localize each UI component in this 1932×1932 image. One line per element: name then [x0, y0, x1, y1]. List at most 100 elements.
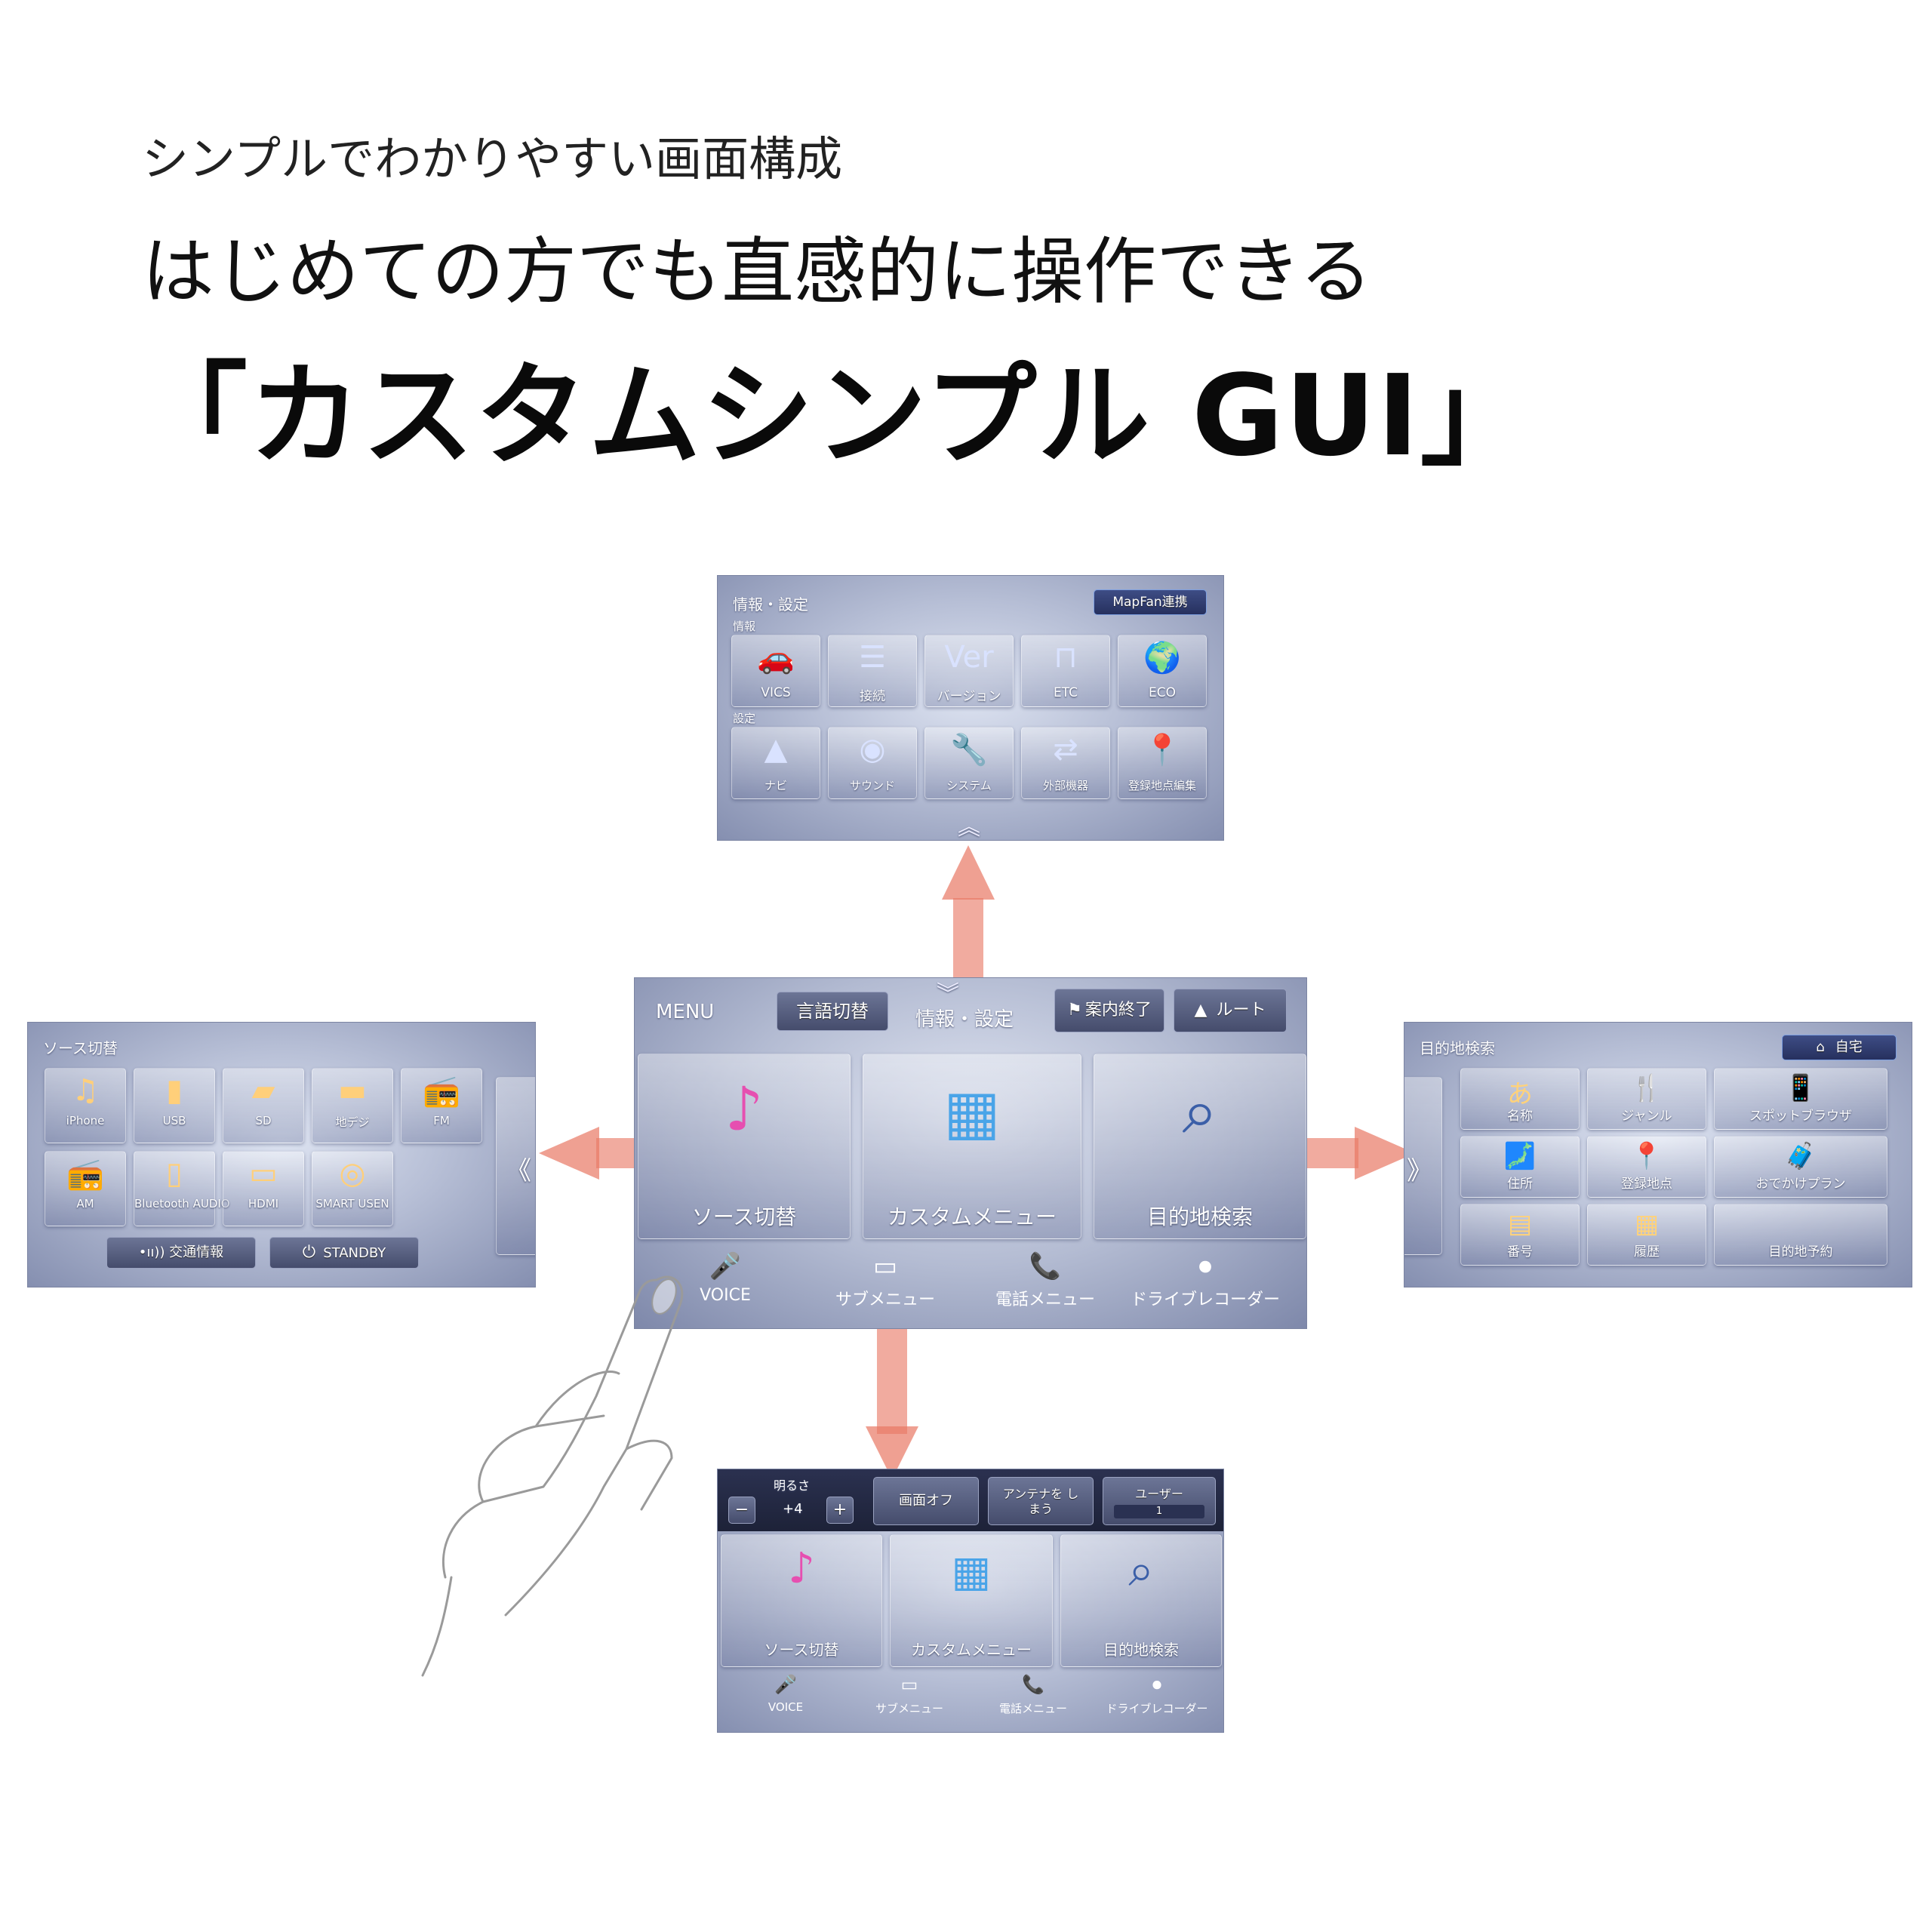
- chevron-up-icon[interactable]: ︽: [958, 814, 980, 841]
- tile-label: USB: [162, 1114, 186, 1128]
- source-switch-tile[interactable]: ♪ ソース切替: [638, 1054, 851, 1239]
- bottom-menu-item[interactable]: ⏺ドライブレコーダー: [1130, 1250, 1281, 1322]
- menu-tile[interactable]: 📍登録地点編集: [1118, 727, 1207, 799]
- tile-label: スポットブラウザ: [1749, 1109, 1852, 1124]
- custom-menu-tile[interactable]: ▦ カスタムメニュー: [890, 1534, 1053, 1667]
- language-button[interactable]: 言語切替: [777, 992, 888, 1031]
- outing-plan-icon: 🧳: [1784, 1141, 1817, 1171]
- chevron-down-icon[interactable]: ︾: [937, 981, 959, 1008]
- custom-menu-icon: ▦: [943, 1077, 1001, 1147]
- menu-tile[interactable]: ▰SD: [223, 1068, 304, 1143]
- traffic-info-button[interactable]: •ıı)) 交通情報: [106, 1237, 256, 1269]
- tile-label: iPhone: [66, 1114, 105, 1128]
- destination-search-tile[interactable]: ⌕ 目的地検索: [1094, 1054, 1306, 1239]
- bottom-menu-item[interactable]: ▭サブメニュー: [849, 1672, 970, 1729]
- menu-tile[interactable]: ♫ iPhone: [45, 1068, 126, 1143]
- route-label: ルート: [1216, 1001, 1266, 1020]
- custom-menu-tile[interactable]: ▦ カスタムメニュー: [863, 1054, 1081, 1239]
- menu-tile[interactable]: ◎SMART USEN: [312, 1151, 393, 1226]
- bottom-menu-label: サブメニュー: [875, 1702, 943, 1715]
- menu-tile[interactable]: 🌍ECO: [1118, 635, 1207, 707]
- magnifier-icon: ⌕: [1182, 1074, 1218, 1148]
- genre-icon: 🍴: [1630, 1073, 1663, 1103]
- arrow-down: [877, 1321, 907, 1434]
- speaker-icon: ◉: [859, 732, 886, 767]
- menu-tile[interactable]: ▭HDMI: [223, 1151, 304, 1226]
- page-title: 「カスタムシンプル GUI」: [136, 351, 1534, 481]
- home-button[interactable]: ⌂自宅: [1782, 1035, 1897, 1060]
- brightness-plus-button[interactable]: +: [826, 1497, 854, 1524]
- destination-search-tile[interactable]: ⌕ 目的地検索: [1060, 1534, 1222, 1667]
- music-note-icon: ♫: [72, 1073, 99, 1108]
- menu-tile[interactable]: ⇄外部機器: [1021, 727, 1110, 799]
- menu-tile[interactable]: 📱スポットブラウザ: [1714, 1068, 1887, 1130]
- bottom-menu-item[interactable]: ▭サブメニュー: [810, 1250, 961, 1322]
- expand-panel-tab[interactable]: 》: [1404, 1077, 1442, 1255]
- tile-label: SMART USEN: [315, 1197, 389, 1211]
- menu-tile[interactable]: ▲ナビ: [731, 727, 820, 799]
- tile-label: 登録地点: [1621, 1177, 1672, 1192]
- bottom-menu-item[interactable]: ⏺ドライブレコーダー: [1097, 1672, 1217, 1729]
- bottom-menu-item[interactable]: 🎤VOICE: [650, 1250, 801, 1322]
- chevron-right-icon: 》: [1407, 1156, 1432, 1186]
- flag-icon: ⚑: [1067, 1001, 1082, 1020]
- route-button[interactable]: ▲ ルート: [1174, 989, 1287, 1032]
- screen-title: 情報・設定: [733, 595, 808, 614]
- collapse-panel-tab[interactable]: 《: [496, 1077, 535, 1255]
- user-label: ユーザー: [1135, 1487, 1183, 1501]
- brightness-minus-button[interactable]: −: [728, 1497, 755, 1524]
- road-icon: ▲: [1194, 1001, 1208, 1020]
- menu-tile[interactable]: あ名称: [1460, 1068, 1580, 1130]
- menu-tile[interactable]: ◉サウンド: [828, 727, 917, 799]
- tile-label: 名称: [1507, 1109, 1533, 1124]
- menu-tile[interactable]: 🚗VICS: [731, 635, 820, 707]
- custom-menu-icon: ▦: [951, 1547, 992, 1596]
- tile-label: SD: [255, 1114, 272, 1128]
- menu-tile[interactable]: 🧳 おでかけプラン: [1714, 1136, 1887, 1198]
- phone-icon: ▯: [165, 1156, 183, 1191]
- microphone-icon: 🎤: [709, 1251, 742, 1281]
- menu-tile[interactable]: 🗾住所: [1460, 1136, 1580, 1198]
- car-icon: 🚗: [757, 641, 795, 675]
- number-icon: ▤: [1507, 1209, 1533, 1239]
- screen-title: ソース切替: [43, 1039, 118, 1057]
- standby-button[interactable]: ⏻STANDBY: [269, 1237, 419, 1269]
- menu-tile[interactable]: ▯Bluetooth AUDIO: [134, 1151, 230, 1226]
- menu-tile[interactable]: ▬地デジ: [312, 1068, 393, 1143]
- menu-tile[interactable]: ▦履歴: [1587, 1204, 1706, 1266]
- menu-tile[interactable]: 🍴ジャンル: [1587, 1068, 1706, 1130]
- hand-illustration: [421, 1275, 684, 1677]
- tile-label: 接続: [860, 689, 885, 704]
- tile-label: ソース切替: [764, 1641, 839, 1659]
- menu-tile[interactable]: ▤ 番号: [1460, 1204, 1580, 1266]
- etc-gate-icon: ⊓: [1054, 640, 1078, 675]
- user-button[interactable]: ユーザー 1: [1103, 1477, 1216, 1525]
- menu-tile[interactable]: 🔧システム: [924, 727, 1014, 799]
- bottom-menu-item[interactable]: 📞電話メニュー: [973, 1672, 1094, 1729]
- tile-label: ETC: [1054, 685, 1078, 700]
- source-switch-tile[interactable]: ♪ ソース切替: [721, 1534, 882, 1667]
- menu-tile[interactable]: ▮USB: [134, 1068, 215, 1143]
- menu-tile[interactable]: ⊓ ETC: [1021, 635, 1110, 707]
- screen-off-button[interactable]: 画面オフ: [873, 1477, 979, 1525]
- bottom-menu-label: 電話メニュー: [998, 1702, 1067, 1715]
- chevron-left-icon: 《: [506, 1156, 531, 1186]
- menu-tile[interactable]: 📻FM: [401, 1068, 482, 1143]
- microphone-icon: 🎤: [774, 1674, 797, 1695]
- antenna-button[interactable]: アンテナを しまう: [988, 1477, 1094, 1525]
- bottom-menu-item[interactable]: 📞電話メニュー: [970, 1250, 1121, 1322]
- menu-tile[interactable]: 目的地予約: [1714, 1204, 1887, 1266]
- mapfan-button[interactable]: MapFan連携: [1094, 589, 1207, 615]
- guide-end-button[interactable]: ⚑案内終了: [1054, 989, 1164, 1032]
- tile-label: 番号: [1507, 1244, 1533, 1260]
- tile-label: おでかけプラン: [1755, 1177, 1846, 1192]
- menu-tile[interactable]: 📍 登録地点: [1587, 1136, 1706, 1198]
- menu-tile[interactable]: 📻AM: [45, 1151, 126, 1226]
- registered-pin-icon: 📍: [1630, 1141, 1663, 1171]
- bottom-menu-item[interactable]: 🎤VOICE: [725, 1672, 846, 1729]
- menu-tile[interactable]: ☰接続: [828, 635, 917, 707]
- wrench-icon: 🔧: [950, 733, 988, 768]
- tile-label: HDMI: [248, 1197, 279, 1211]
